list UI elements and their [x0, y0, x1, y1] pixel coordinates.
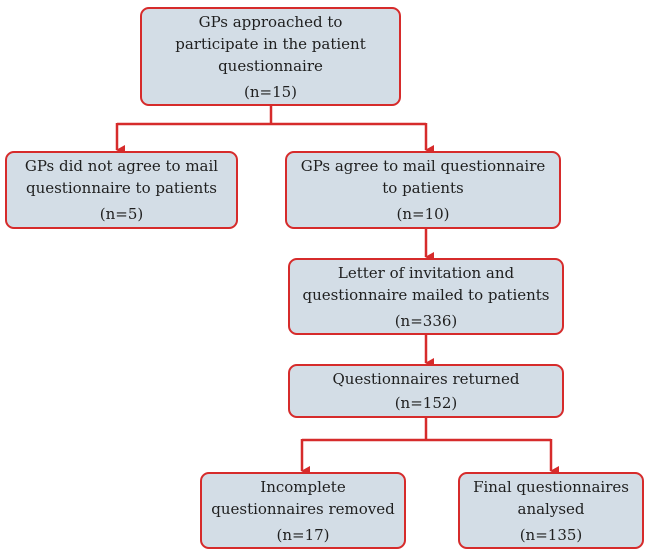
box-count: (n=15)	[243, 82, 298, 101]
box-count: (n=336)	[394, 311, 458, 330]
box-label: GPs did not agree to mail questionnaire …	[24, 157, 219, 197]
box-label: Letter of invitation and questionnaire m…	[302, 263, 550, 304]
box-gps-agree: GPs agree to mail questionnaire to patie…	[285, 151, 561, 229]
box-label: Questionnaires returned	[332, 370, 520, 388]
box-count: (n=17)	[276, 525, 330, 544]
box-label: GPs approached to participate in the pat…	[175, 12, 366, 75]
box-gps-not-agree: GPs did not agree to mail questionnaire …	[5, 151, 238, 229]
box-count: (n=135)	[519, 525, 583, 544]
box-incomplete-removed: Incomplete questionnaires removed (n=17)	[200, 472, 406, 549]
box-label: Final questionnaires analysed	[473, 477, 629, 518]
box-gps-approached: GPs approached to participate in the pat…	[140, 7, 401, 106]
box-count: (n=152)	[394, 394, 458, 412]
box-count: (n=5)	[99, 205, 144, 223]
box-count: (n=10)	[396, 205, 450, 223]
box-questionnaires-returned: Questionnaires returned (n=152)	[288, 364, 564, 418]
box-label: GPs agree to mail questionnaire to patie…	[300, 157, 546, 197]
box-label: Incomplete questionnaires removed	[211, 477, 395, 518]
box-final-analysed: Final questionnaires analysed (n=135)	[458, 472, 644, 549]
box-questionnaire-mailed: Letter of invitation and questionnaire m…	[288, 258, 564, 335]
